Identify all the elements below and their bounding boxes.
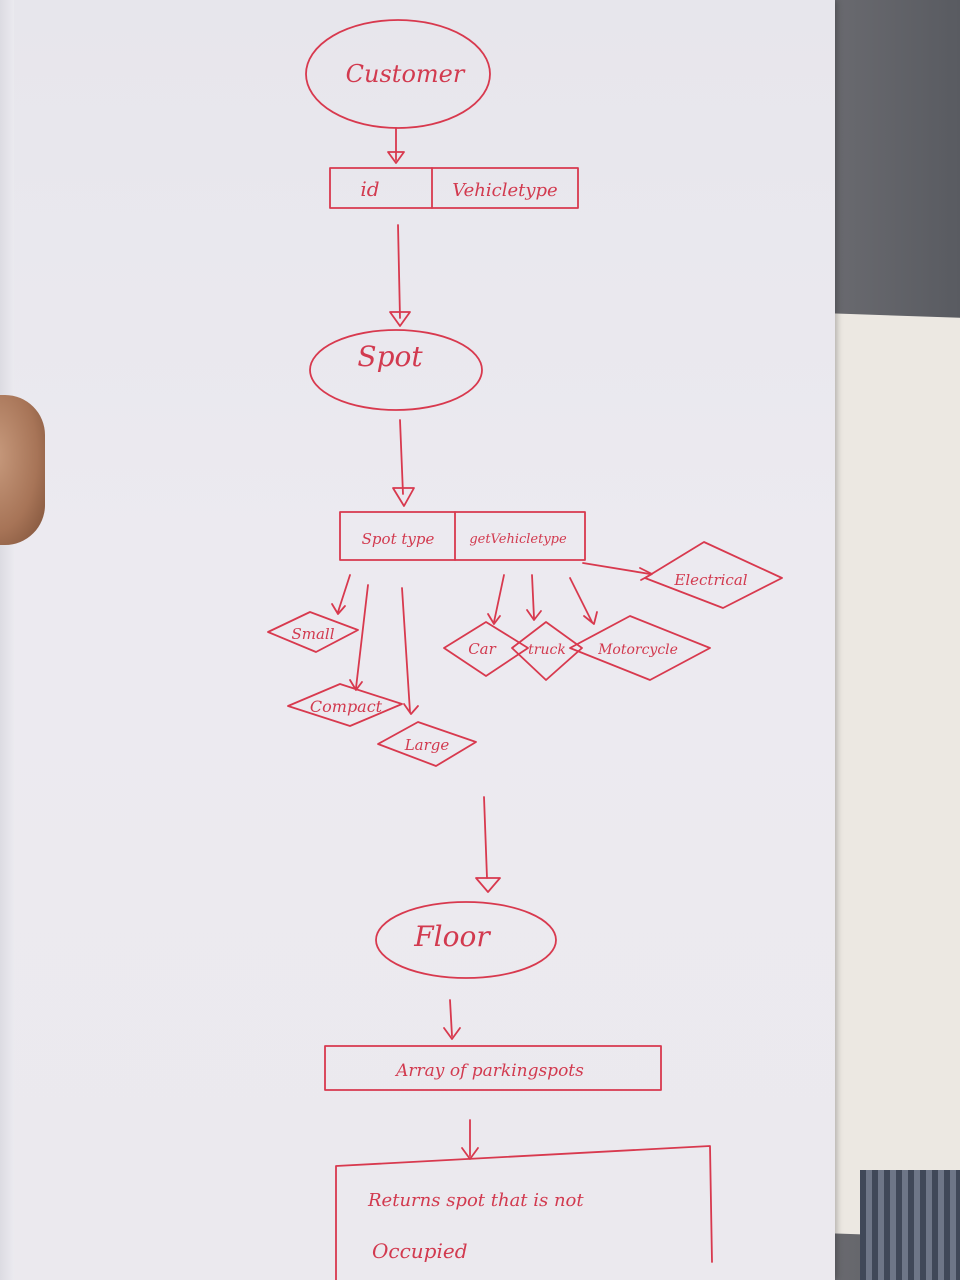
arrow-electrical bbox=[582, 562, 651, 575]
motorcycle-label: Motorcycle bbox=[597, 642, 678, 658]
thumb bbox=[0, 395, 45, 545]
compact-label: Compact bbox=[310, 697, 383, 716]
returns-box bbox=[335, 1145, 713, 1280]
compact-node bbox=[287, 683, 403, 727]
spot-label: Spot bbox=[357, 340, 423, 373]
arrowhead-array bbox=[443, 1027, 461, 1040]
customer-fields-box bbox=[329, 167, 579, 209]
arrowhead-truck bbox=[526, 609, 542, 621]
customer-field-vehicletype: Vehicletype bbox=[452, 180, 557, 201]
electrical-node bbox=[644, 541, 783, 609]
returns-line-2: Occupied bbox=[372, 1239, 468, 1263]
background-fabric bbox=[860, 1170, 960, 1280]
arrowhead-spot-fields bbox=[392, 487, 415, 507]
small-label: Small bbox=[291, 625, 334, 643]
array-label: Array of parkingspots bbox=[394, 1061, 584, 1081]
arrowhead-motorcycle bbox=[583, 611, 598, 625]
arrowhead-large bbox=[403, 703, 419, 715]
paper-edge bbox=[0, 0, 14, 1280]
truck-label: truck bbox=[528, 642, 566, 658]
motorcycle-node bbox=[569, 615, 711, 681]
returns-line-1: Returns spot that is not bbox=[367, 1190, 584, 1211]
arrow-to-spot bbox=[397, 224, 401, 319]
spot-field-getvehicletype: getVehicletype bbox=[469, 532, 567, 547]
paper-sheet bbox=[0, 0, 835, 1280]
arrowhead-floor bbox=[475, 877, 501, 893]
arrowhead-car bbox=[487, 613, 501, 625]
arrow-floor bbox=[483, 796, 488, 879]
customer-field-id: id bbox=[360, 177, 379, 201]
floor-label: Floor bbox=[413, 920, 491, 953]
array-box bbox=[324, 1045, 662, 1091]
spot-node bbox=[309, 329, 483, 411]
arrow-truck bbox=[531, 574, 535, 619]
spot-fields-box bbox=[339, 511, 586, 561]
arrowhead-customer bbox=[387, 151, 405, 164]
large-node bbox=[377, 721, 477, 767]
electrical-label: Electrical bbox=[673, 571, 747, 589]
customer-node bbox=[305, 19, 491, 129]
arrowhead-small bbox=[331, 603, 346, 615]
large-label: Large bbox=[404, 736, 450, 754]
customer-label: Customer bbox=[346, 60, 466, 88]
spot-field-spottype: Spot type bbox=[362, 530, 435, 548]
arrow-large bbox=[401, 587, 411, 713]
truck-node bbox=[511, 621, 583, 681]
small-node bbox=[267, 611, 359, 653]
arrowhead-to-spot bbox=[389, 311, 411, 327]
arrow-compact bbox=[355, 584, 369, 689]
floor-node bbox=[375, 901, 557, 979]
arrow-small bbox=[337, 574, 351, 613]
car-node bbox=[443, 621, 529, 677]
arrow-spot-fields bbox=[399, 419, 404, 495]
arrow-car bbox=[493, 574, 505, 623]
car-label: Car bbox=[468, 640, 496, 658]
arrow-array bbox=[449, 999, 453, 1037]
arrow-motorcycle bbox=[569, 577, 593, 623]
